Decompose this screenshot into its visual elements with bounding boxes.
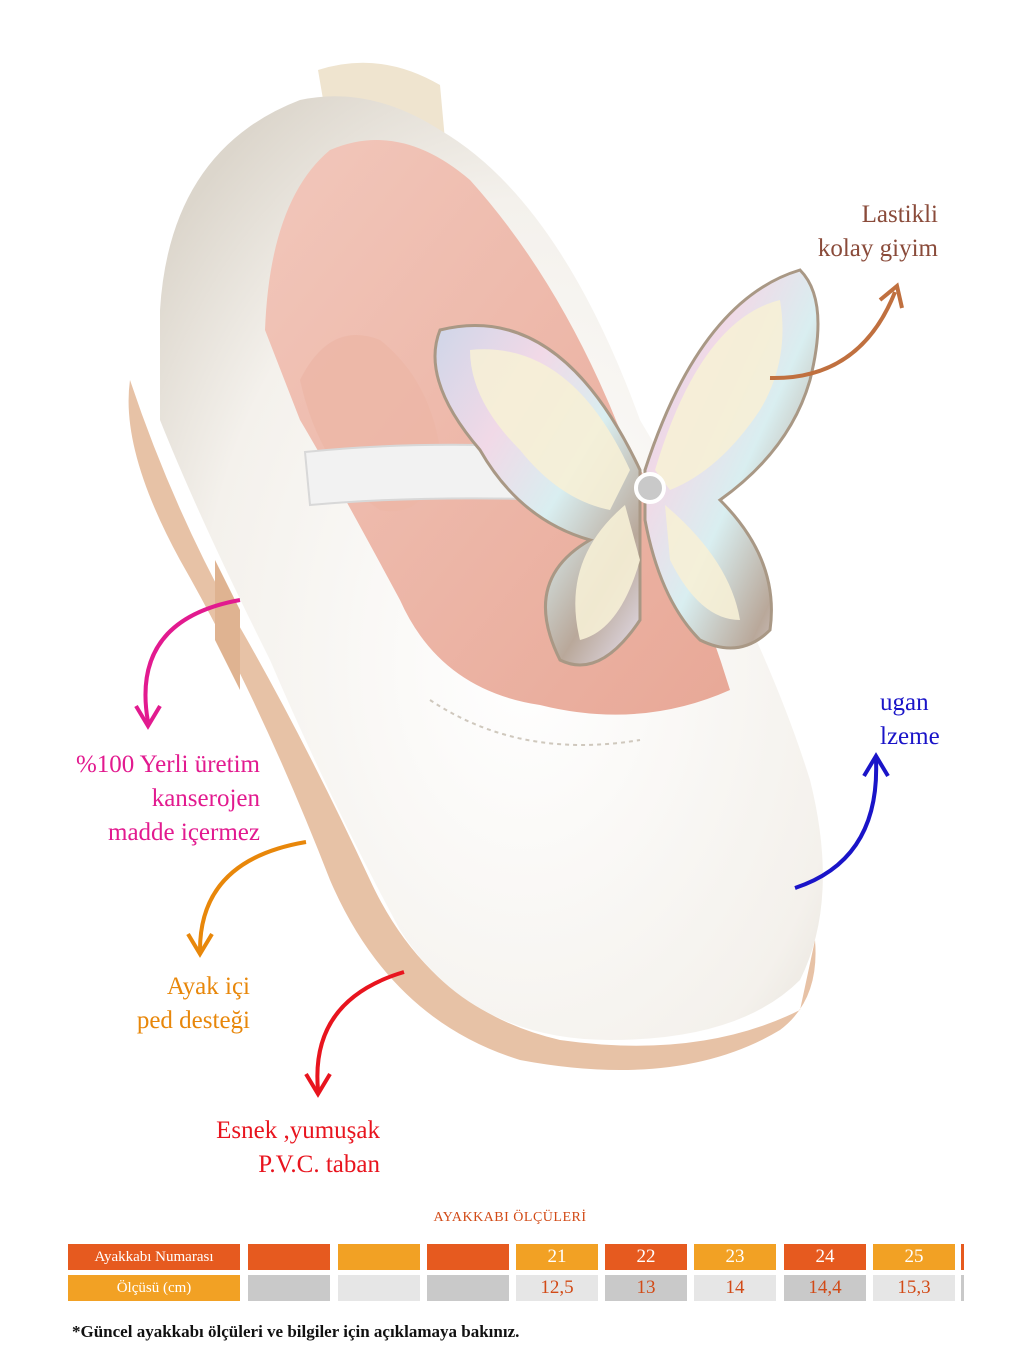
size-cell: 21 xyxy=(516,1244,598,1270)
annotation-sole: Esnek ,yumuşak P.V.C. taban xyxy=(216,1114,380,1182)
size-cell: 25 xyxy=(873,1244,955,1270)
annotation-sole-line1: Esnek ,yumuşak xyxy=(216,1117,380,1144)
length-cell: 15,3 xyxy=(873,1275,955,1301)
annotation-local-line2: kanserojen xyxy=(151,785,260,812)
annotation-local-line1: %100 Yerli üretim xyxy=(75,751,260,778)
length-cell: 13 xyxy=(605,1275,687,1301)
annotation-elastic-line2: kolay giyim xyxy=(817,235,938,262)
annotation-sole-line2: P.V.C. taban xyxy=(258,1151,380,1178)
annotation-material: ugan lzeme xyxy=(880,686,940,754)
butterfly-ornament xyxy=(433,268,820,667)
size-cell: 22 xyxy=(605,1244,687,1270)
size-row-label: Ayakkabı Numarası xyxy=(68,1244,240,1270)
annotation-insole-line2: ped desteği xyxy=(136,1007,250,1034)
length-cell: 12,5 xyxy=(516,1275,598,1301)
annotation-local-production: %100 Yerli üretim kanserojen madde içerm… xyxy=(76,748,260,850)
annotation-insole-line1: Ayak içi xyxy=(166,973,250,1000)
length-row-label: Ölçüsü (cm) xyxy=(68,1275,240,1301)
length-cell xyxy=(427,1275,509,1301)
annotation-elastic-line1: Lastikli xyxy=(861,201,938,228)
length-cell xyxy=(248,1275,330,1301)
size-cell xyxy=(427,1244,509,1270)
shoe-photo xyxy=(128,62,904,1098)
annotation-elastic: Lastikli kolay giyim xyxy=(818,198,938,266)
length-cell: 14,4 xyxy=(784,1275,866,1301)
length-cell: 14 xyxy=(694,1275,776,1301)
size-table-title: AYAKKABI ÖLÇÜLERİ xyxy=(433,1210,587,1225)
annotation-insole: Ayak içi ped desteği xyxy=(137,970,250,1038)
annotation-material-line1: ugan xyxy=(880,689,929,716)
annotation-local-line3: madde içermez xyxy=(108,819,260,846)
length-cell-edge xyxy=(961,1275,964,1301)
size-cell xyxy=(248,1244,330,1270)
annotation-material-line2: lzeme xyxy=(880,723,940,750)
size-cell: 23 xyxy=(694,1244,776,1270)
footnote: *Güncel ayakkabı ölçüleri ve bilgiler iç… xyxy=(72,1322,520,1341)
size-cell-edge xyxy=(961,1244,964,1270)
size-cell: 24 xyxy=(784,1244,866,1270)
length-cell xyxy=(338,1275,420,1301)
size-cell xyxy=(338,1244,420,1270)
